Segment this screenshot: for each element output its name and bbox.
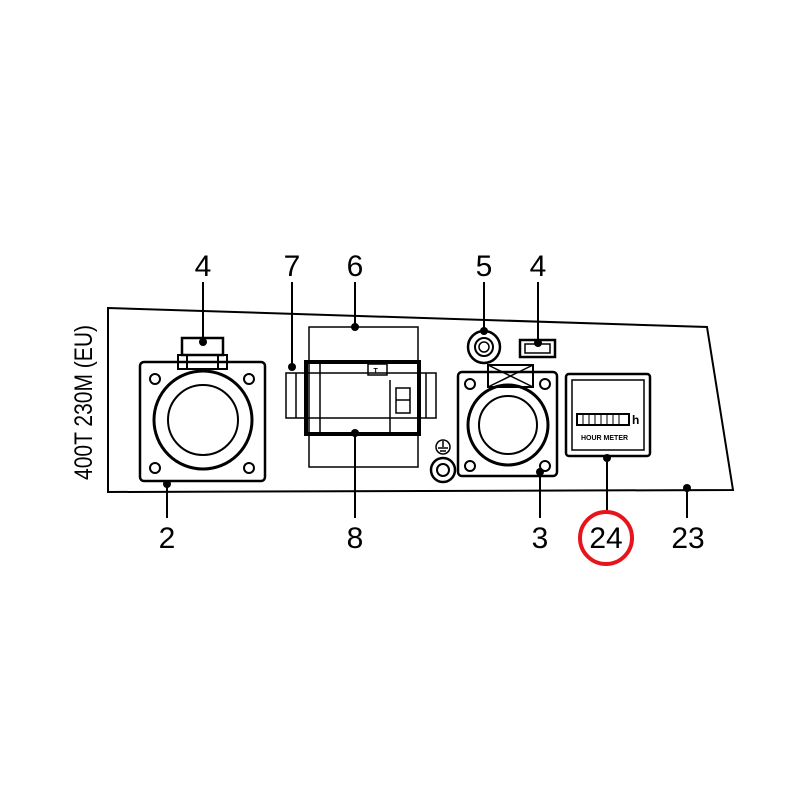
panel-outline xyxy=(107,306,735,494)
leader-lines xyxy=(163,282,691,518)
breaker-tag: T xyxy=(374,368,379,375)
callout-6: 6 xyxy=(347,250,364,283)
hour-meter: h HOUR METER xyxy=(564,372,652,458)
callout-5: 5 xyxy=(476,250,493,283)
callout-2: 2 xyxy=(159,522,176,555)
callout-23: 23 xyxy=(671,522,704,555)
callout-7: 7 xyxy=(284,250,301,283)
hour-meter-label: HOUR METER xyxy=(581,435,628,442)
fuse-knob xyxy=(466,329,502,365)
callout-4-left: 4 xyxy=(195,250,212,283)
left-socket xyxy=(138,336,267,483)
hour-meter-unit: h xyxy=(632,413,639,427)
callout-8: 8 xyxy=(347,522,364,555)
earth-terminal xyxy=(429,439,457,484)
highlight-ring xyxy=(578,510,634,566)
callout-3: 3 xyxy=(532,522,549,555)
callout-24: 24 xyxy=(589,522,622,555)
breaker-module: T xyxy=(285,326,437,468)
right-socket xyxy=(456,364,559,478)
model-label: 400T 230M (EU) xyxy=(70,325,98,480)
callout-4-right: 4 xyxy=(530,250,547,283)
